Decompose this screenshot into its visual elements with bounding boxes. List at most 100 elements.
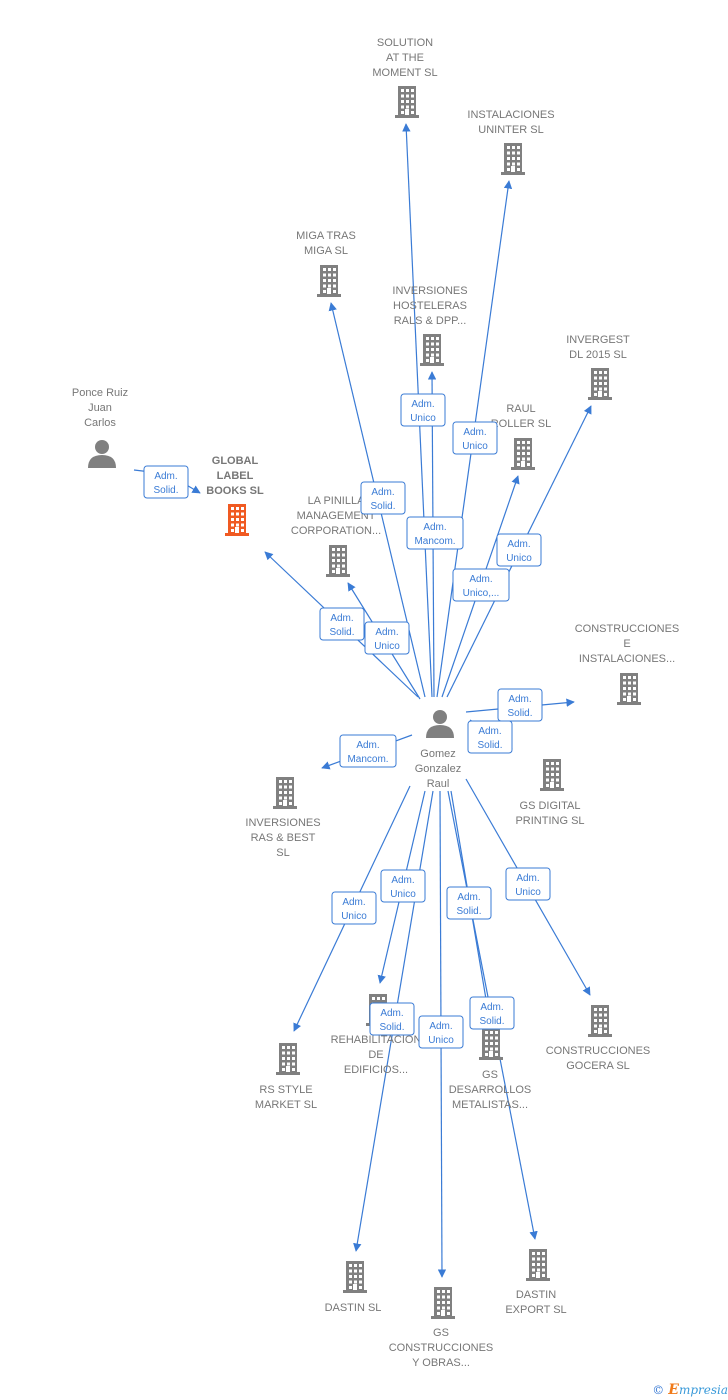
- edge-label-gomez-to-invergest[interactable]: Adm.Unico: [496, 533, 542, 567]
- brand-initial: E: [668, 1382, 679, 1398]
- node-label-line: INVERSIONES: [245, 817, 320, 829]
- edge-label-box[interactable]: [497, 688, 543, 722]
- edge-label-gomez-to-rehab[interactable]: Adm.Unico: [380, 869, 426, 903]
- node-label-line: DE: [368, 1049, 383, 1061]
- edge-label-gomez-to-gocera[interactable]: Adm.Unico: [505, 867, 551, 901]
- edge-label-box[interactable]: [380, 869, 426, 903]
- edge-label-line: Adm.: [154, 471, 177, 482]
- edge-label-gomez-to-rsstyle[interactable]: Adm.Unico: [331, 891, 377, 925]
- edge-label-line: Adm.: [375, 627, 398, 638]
- edge-label-gomez-to-ras[interactable]: Adm.Mancom.: [339, 734, 397, 768]
- edge-label-gomez-to-dastin[interactable]: Adm.Solid.: [369, 1002, 415, 1036]
- node-label-line: INSTALACIONES...: [579, 653, 675, 665]
- building-icon: [395, 86, 419, 118]
- edge-label-box[interactable]: [319, 607, 365, 641]
- edge-label-line: Adm.: [411, 399, 434, 410]
- edge-label-gomez-to-solution[interactable]: Adm.Unico: [400, 393, 446, 427]
- edge-label-box[interactable]: [418, 1015, 464, 1049]
- edge-label-line: Solid.: [507, 708, 532, 719]
- node-label-line: LA PINILLA: [308, 495, 366, 507]
- edge-label-gomez-to-uninter[interactable]: Adm.Unico: [452, 421, 498, 455]
- edge-label-box[interactable]: [505, 867, 551, 901]
- edge-label-box[interactable]: [406, 516, 464, 550]
- edge-label-gomez-to-global[interactable]: Adm.Solid.: [319, 607, 365, 641]
- building-icon: [540, 759, 564, 791]
- edge-label-box[interactable]: [400, 393, 446, 427]
- edge-label-gomez-to-gsdes[interactable]: Adm.Solid.: [446, 886, 492, 920]
- edge-label-box[interactable]: [496, 533, 542, 567]
- node-label-line: INVERSIONES: [392, 285, 467, 297]
- node-gsdes[interactable]: GSDESARROLLOSMETALISTAS...: [449, 1028, 532, 1111]
- node-label-line: EXPORT SL: [505, 1304, 566, 1316]
- node-roller[interactable]: RAUL ROLLER SL: [491, 403, 552, 470]
- building-icon: [326, 545, 350, 577]
- node-dastin[interactable]: DASTIN SL: [325, 1261, 382, 1314]
- edge-label-gomez-to-export[interactable]: Adm. Solid.: [469, 996, 515, 1030]
- edge-label-box[interactable]: [339, 734, 397, 768]
- edge-label-gomez-to-hosteleras[interactable]: Adm.Mancom.: [406, 516, 464, 550]
- person-icon: [88, 440, 116, 468]
- brand-name: mpresia: [678, 1383, 728, 1397]
- node-label-line: ROLLER SL: [491, 418, 552, 430]
- node-label-line: RAUL: [506, 403, 535, 415]
- edge-label-gomez-to-miga[interactable]: Adm.Solid.: [360, 481, 406, 515]
- node-label-line: DASTIN SL: [325, 1302, 382, 1314]
- edge-label-line: Unico: [462, 441, 488, 452]
- edge-label-box[interactable]: [369, 1002, 415, 1036]
- edge-label-box[interactable]: [331, 891, 377, 925]
- edge-label-gomez-to-pinilla[interactable]: Adm.Unico: [364, 621, 410, 655]
- edge-label-line: Unico: [390, 889, 416, 900]
- node-label-line: Y OBRAS...: [412, 1357, 470, 1369]
- node-label-line: RALS & DPP...: [394, 315, 467, 327]
- node-label-line: GS: [433, 1327, 449, 1339]
- edge-label-line: Solid.: [479, 1016, 504, 1027]
- edge-label-box[interactable]: [446, 886, 492, 920]
- node-label-line: GOCERA SL: [566, 1060, 630, 1072]
- node-label-line: CORPORATION...: [291, 525, 381, 537]
- node-label-line: CONSTRUCCIONES: [575, 623, 680, 635]
- edge-label-box[interactable]: [452, 421, 498, 455]
- node-label-line: MARKET SL: [255, 1099, 317, 1111]
- building-icon: [273, 777, 297, 809]
- edge-label-gomez-to-roller[interactable]: Adm.Unico,...: [452, 568, 510, 602]
- edge-label-line: Adm.: [342, 897, 365, 908]
- edge-label-line: Adm.: [423, 522, 446, 533]
- edge-label-box[interactable]: [452, 568, 510, 602]
- empresia-watermark[interactable]: ©Empresia: [652, 1382, 728, 1398]
- node-pinilla[interactable]: LA PINILLAMANAGEMENTCORPORATION...: [291, 495, 381, 577]
- edge-label-ponce-to-global[interactable]: Adm.Solid.: [143, 465, 189, 499]
- edge-label-box[interactable]: [360, 481, 406, 515]
- edge-label-line: Adm.: [478, 726, 501, 737]
- node-label-line: EDIFICIOS...: [344, 1064, 408, 1076]
- edge-label-box[interactable]: [467, 720, 513, 754]
- edge-label-box[interactable]: [143, 465, 189, 499]
- edge-labels-layer: Adm.Solid.Adm.UnicoAdm.UnicoAdm.Solid.Ad…: [143, 393, 551, 1049]
- edge-label-gomez-to-gsdigital[interactable]: Adm.Solid.: [467, 720, 513, 754]
- node-label-line: Ponce Ruiz: [72, 387, 128, 399]
- edge-label-box[interactable]: [469, 996, 515, 1030]
- node-label-line: GLOBAL: [212, 455, 259, 467]
- edge-label-gomez-to-gsco[interactable]: Adm.Unico: [418, 1015, 464, 1049]
- node-label-line: RAS & BEST: [251, 832, 316, 844]
- edge-label-line: Adm.: [480, 1002, 503, 1013]
- edge-label-gomez-to-cei[interactable]: Adm.Solid.: [497, 688, 543, 722]
- node-cei[interactable]: CONSTRUCCIONESEINSTALACIONES...: [575, 623, 680, 705]
- edge-label-line: Solid.: [370, 501, 395, 512]
- edge-label-line: Unico: [506, 553, 532, 564]
- edge-label-box[interactable]: [364, 621, 410, 655]
